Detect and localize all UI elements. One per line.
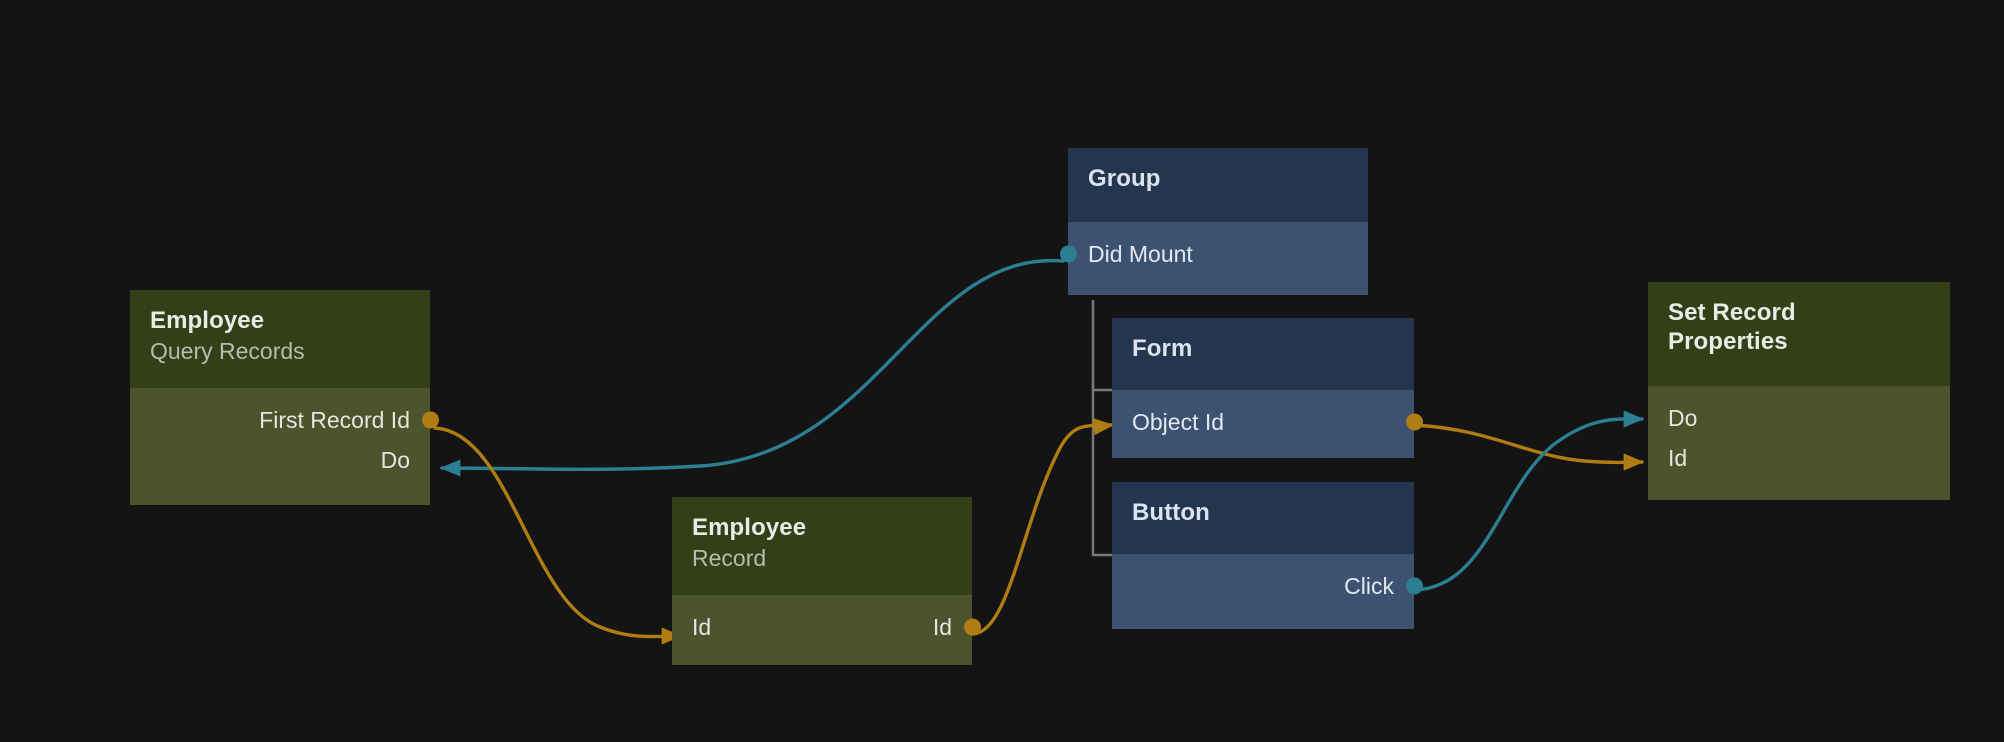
node-subtitle: Query Records [150, 338, 305, 365]
port-label-id-in: Id [692, 613, 712, 640]
node-title: Employee [150, 307, 265, 334]
port-label-did-mount: Did Mount [1088, 240, 1193, 267]
port-row-did-mount[interactable]: Did Mount [1059, 234, 1368, 274]
node-employee-query-records[interactable]: Employee Query Records First Record Id D… [130, 290, 439, 505]
node-header[interactable]: Set Record Properties [1648, 282, 1950, 386]
edge-click-to-do [1412, 410, 1645, 592]
port-label-do: Do [1668, 404, 1698, 431]
port-row-do[interactable]: Do [130, 440, 430, 480]
node-title: Form [1132, 335, 1193, 362]
node-title: Employee [692, 514, 807, 541]
port-label-object-id: Object Id [1132, 408, 1225, 435]
node-set-record-properties[interactable]: Set Record Properties Do Id [1648, 282, 1950, 500]
port-row-id[interactable]: Id Id [672, 607, 981, 647]
node-body: Did Mount [1059, 222, 1368, 295]
port-label-id-out: Id [932, 613, 952, 640]
port-row-id[interactable]: Id [1648, 438, 1950, 478]
node-body: Object Id [1112, 390, 1423, 458]
port-dot-click-output[interactable] [1405, 577, 1423, 595]
node-title: Button [1132, 499, 1210, 526]
port-row-first-record-id[interactable]: First Record Id [130, 400, 439, 440]
edge-recordid-to-objectid [971, 418, 1115, 636]
node-button[interactable]: Button Click [1112, 482, 1423, 629]
port-dot-did-mount-output[interactable] [1059, 245, 1077, 263]
port-label-do: Do [380, 446, 410, 473]
port-dot-first-record-id-output[interactable] [421, 411, 439, 429]
node-body: Id Id [672, 595, 981, 665]
node-group[interactable]: Group Did Mount [1059, 148, 1368, 295]
port-row-do[interactable]: Do [1648, 398, 1950, 438]
port-label-id: Id [1668, 444, 1688, 471]
node-body: First Record Id Do [130, 388, 439, 505]
edge-objectid-to-setid [1412, 423, 1645, 471]
node-body: Click [1112, 554, 1423, 629]
node-header[interactable]: Button [1112, 482, 1414, 554]
port-label-click: Click [1344, 572, 1394, 599]
port-dot-id-output[interactable] [963, 618, 981, 636]
node-header[interactable]: Group [1068, 148, 1368, 222]
node-title: Group [1088, 165, 1161, 192]
node-header[interactable]: Employee Record [672, 497, 972, 595]
node-subtitle: Record [692, 545, 767, 572]
edge-didmount-to-do [439, 259, 1065, 477]
node-title: Set Record Properties [1668, 299, 1796, 356]
port-label-first-record-id: First Record Id [259, 406, 410, 433]
port-dot-object-id-output[interactable] [1405, 413, 1423, 431]
node-header[interactable]: Form [1112, 318, 1414, 390]
port-row-click[interactable]: Click [1112, 566, 1423, 606]
node-header[interactable]: Employee Query Records [130, 290, 430, 388]
node-body: Do Id [1648, 386, 1950, 500]
node-form[interactable]: Form Object Id [1112, 318, 1423, 458]
node-employee-record[interactable]: Employee Record Id Id [672, 497, 981, 665]
edge-firstrecordid-to-id [433, 426, 683, 645]
port-row-object-id[interactable]: Object Id [1112, 402, 1423, 442]
